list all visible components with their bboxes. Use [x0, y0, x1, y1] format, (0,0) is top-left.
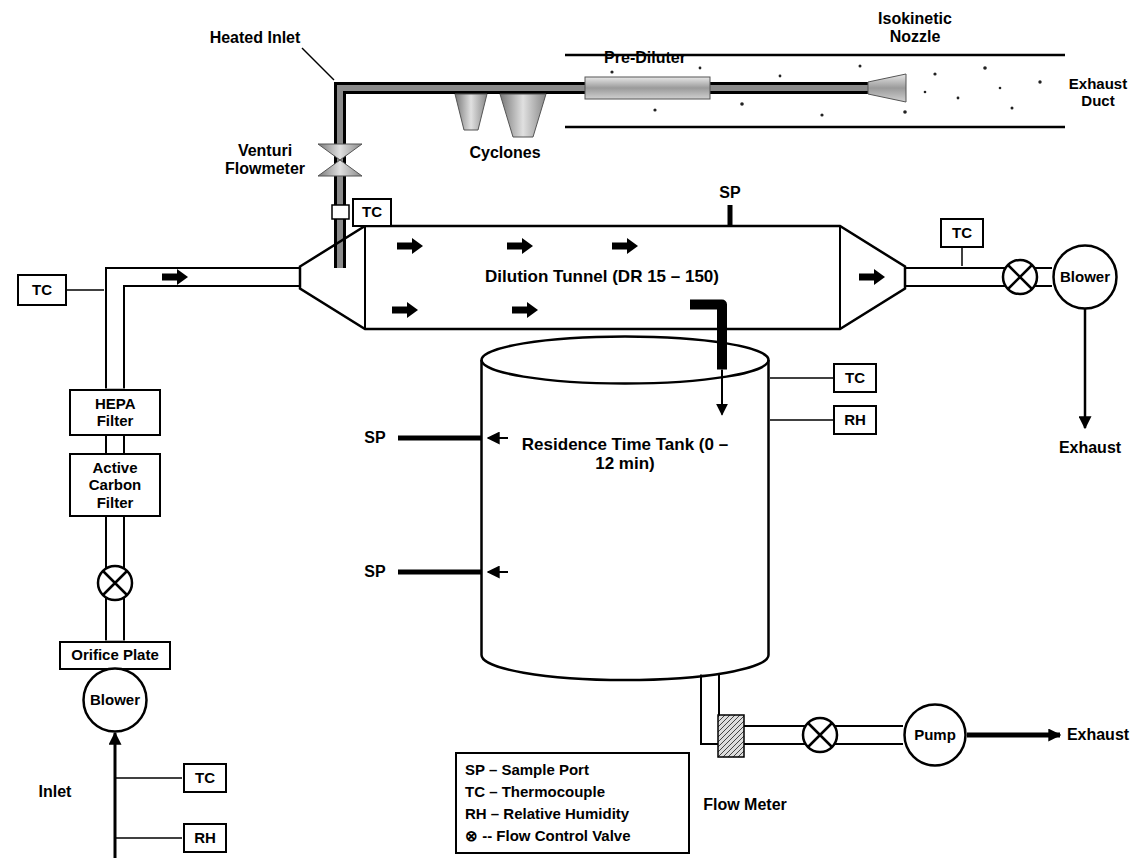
legend-row: TC – Thermocouple	[465, 781, 680, 803]
leader-line	[302, 48, 334, 80]
filter-box: HEPA Filter	[69, 389, 161, 436]
node-outline	[480, 335, 770, 680]
legend-box: SP – Sample Port TC – Thermocouple RH – Re…	[455, 752, 690, 854]
pipe-connector	[115, 436, 116, 454]
exhaust-arrow	[1084, 309, 1087, 428]
tunnel-outline	[300, 226, 905, 329]
sample-tube	[340, 88, 872, 268]
filter-box: Active Carbon Filter	[69, 453, 161, 517]
sample-port	[728, 205, 733, 226]
pipe-wall	[105, 436, 125, 454]
node-label: RH	[194, 829, 216, 846]
thermocouple-box: TC	[17, 274, 67, 306]
sensor-line	[116, 777, 182, 779]
venturi-flowmeter	[318, 144, 362, 176]
sensor-line	[116, 837, 182, 839]
pre-diluter	[585, 77, 710, 99]
legend-text: TC – Thermocouple	[465, 783, 605, 800]
circle-outline	[1054, 246, 1117, 309]
part-label: Exhaust Duct	[1065, 75, 1131, 110]
legend-row: SP – Sample Port	[465, 759, 680, 781]
cyclones	[455, 94, 546, 137]
tank-lid	[482, 336, 769, 383]
dilution-tunnel: Dilution Tunnel (DR 15 – 150)	[300, 225, 905, 330]
exhaust-arrow	[967, 733, 1060, 738]
legend-row: ⊗ -- Flow Control Valve	[465, 825, 680, 847]
node-label: RH	[844, 411, 866, 428]
node-label: TC	[845, 369, 865, 386]
circle-outline	[905, 705, 966, 766]
part-label: Inlet	[39, 783, 72, 801]
node-label: Orifice Plate	[71, 646, 159, 663]
inlet-arrow	[114, 733, 117, 858]
node-label: Active Carbon Filter	[89, 459, 142, 511]
part-label: Pre-Diluter	[604, 49, 686, 67]
humidity-box: RH	[833, 405, 877, 435]
part-label: Venturi Flowmeter	[215, 142, 315, 179]
flow-meter	[718, 715, 744, 757]
pipe-connector	[115, 277, 300, 389]
part-label: Flow Meter	[703, 796, 787, 814]
sensor-line	[770, 377, 833, 379]
thermocouple-box: TC	[183, 763, 227, 793]
part-label: SP	[364, 563, 385, 581]
pipe-connector	[690, 305, 722, 415]
part-label: Isokinetic Nozzle	[865, 10, 965, 47]
blower-circle: Blower	[82, 667, 148, 733]
pump-circle: Pump	[903, 703, 967, 767]
tunnel-joint	[365, 226, 840, 329]
part-label: Exhaust	[1067, 726, 1129, 744]
pipe-bore	[107, 436, 123, 454]
thermocouple-box: TC	[352, 198, 392, 227]
sensor-line	[67, 289, 104, 291]
flow-control-valves	[98, 260, 1037, 752]
orifice-plate-box: Orifice Plate	[59, 641, 171, 670]
thermocouple-collar	[332, 205, 349, 219]
pipe-wall	[115, 277, 300, 389]
flow-arrows	[162, 238, 885, 318]
humidity-box: RH	[183, 823, 227, 853]
sensor-line	[770, 419, 833, 421]
part-label: SP	[364, 429, 385, 447]
residence-tank: Residence Time Tank (0 – 12 min)	[480, 335, 770, 680]
node-label: Blower	[90, 691, 140, 708]
isokinetic-nozzle	[868, 74, 906, 102]
node-label: TC	[32, 281, 52, 298]
part-label: Cyclones	[469, 144, 540, 162]
thermocouple-box: TC	[833, 363, 877, 393]
legend-text: RH – Relative Humidity	[465, 805, 629, 822]
pipe-connector	[770, 378, 833, 379]
tank-sample-ports	[398, 438, 508, 572]
circle-outline	[84, 669, 147, 732]
blower-circle: Blower	[1052, 244, 1118, 310]
transfer-tube	[690, 305, 722, 370]
part-label: SP	[719, 184, 740, 202]
node-label: TC	[195, 769, 215, 786]
pipe-connector	[770, 420, 833, 421]
node-label: Dilution Tunnel (DR 15 – 150)	[485, 267, 719, 287]
node-label: Residence Time Tank (0 – 12 min)	[520, 435, 730, 474]
node-label: Blower	[1060, 268, 1110, 285]
node-label: TC	[362, 203, 382, 220]
node-label: TC	[952, 224, 972, 241]
part-label: Heated Inlet	[210, 29, 301, 47]
legend-text: ⊗ -- Flow Control Valve	[465, 827, 631, 844]
node-label: Pump	[914, 726, 956, 743]
sensor-line	[961, 248, 963, 266]
legend-row: RH – Relative Humidity	[465, 803, 680, 825]
pipe-bore	[115, 277, 300, 389]
legend-text: SP – Sample Port	[465, 761, 589, 778]
thermocouple-box: TC	[940, 218, 984, 248]
tank-outline	[482, 360, 769, 680]
part-label: Exhaust	[1059, 439, 1121, 457]
node-label: HEPA Filter	[95, 395, 135, 430]
